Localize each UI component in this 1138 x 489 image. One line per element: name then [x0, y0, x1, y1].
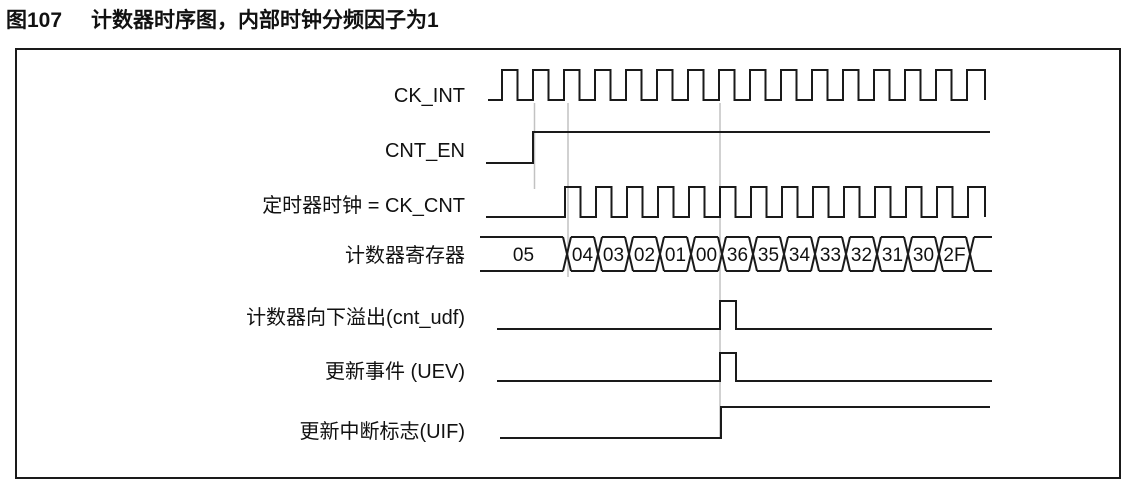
- bus-cell-value: 02: [634, 245, 655, 266]
- bus-cell-value: 31: [882, 245, 903, 266]
- signal-cnt_udf-waveform: [497, 300, 992, 330]
- bus-cell-value: 01: [665, 245, 686, 266]
- signal-label-ck_int: CK_INT: [394, 85, 465, 107]
- signal-label-counter: 计数器寄存器: [345, 244, 465, 267]
- bus-cell-value: 33: [820, 245, 841, 266]
- signal-label-uev: 更新事件 (UEV): [325, 360, 465, 383]
- signal-label-cnt_udf: 计数器向下溢出(cnt_udf): [246, 306, 465, 329]
- bus-cell-value: 04: [572, 245, 594, 266]
- signal-ck_int-waveform: [488, 69, 986, 101]
- figure-caption: 计数器时序图，内部时钟分频因子为1: [91, 9, 439, 32]
- bus-cell-value: 03: [603, 245, 624, 266]
- bus-cell-value: 32: [851, 245, 872, 266]
- signal-uif-waveform: [500, 406, 990, 439]
- bus-cell-value: 2F: [943, 245, 965, 266]
- bus-cell-value: 34: [789, 245, 811, 266]
- signal-cnt_en-waveform: [486, 131, 990, 164]
- signal-label-cnt_en: CNT_EN: [385, 140, 465, 162]
- bus-cell-value: 35: [758, 245, 779, 266]
- signal-uev-waveform: [497, 352, 992, 382]
- signal-label-uif: 更新中断标志(UIF): [299, 420, 465, 443]
- figure-title: 图107 计数器时序图，内部时钟分频因子为1: [6, 4, 439, 34]
- signal-ck_cnt-waveform: [486, 186, 986, 218]
- signal-label-ck_cnt: 定时器时钟 = CK_CNT: [262, 194, 465, 217]
- figure-number: 图107: [6, 9, 63, 32]
- signal-counter-bus: [480, 236, 992, 272]
- bus-cell-value: 36: [727, 245, 748, 266]
- bus-cell-value: 05: [513, 245, 534, 266]
- bus-cell-value: 30: [913, 245, 934, 266]
- bus-cell-value: 00: [696, 245, 717, 266]
